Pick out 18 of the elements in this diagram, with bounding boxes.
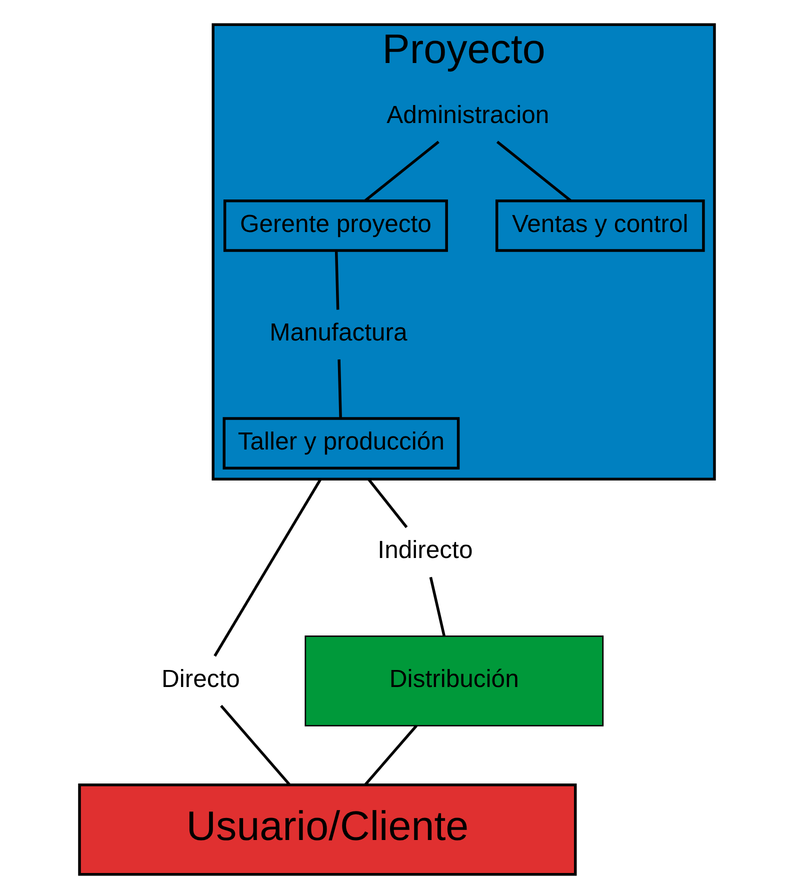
connector [338, 359, 342, 418]
connector [214, 478, 322, 657]
node-text: Administracion [386, 102, 550, 129]
connector [364, 140, 440, 202]
node-text: Indirecto [378, 537, 473, 564]
node-box: Usuario/Cliente [78, 784, 577, 876]
connector [429, 576, 446, 636]
node-box: Ventas y control [495, 200, 705, 252]
connector [364, 724, 418, 786]
node-box: Taller y producción [222, 417, 460, 470]
node-text: Directo [161, 666, 240, 693]
connector [367, 478, 408, 528]
connector [220, 704, 291, 786]
connector [334, 250, 340, 310]
connector [496, 140, 572, 202]
node-text: Manufactura [270, 320, 408, 347]
node-box: Distribución [304, 635, 604, 726]
node-box: Gerente proyecto [223, 200, 448, 252]
